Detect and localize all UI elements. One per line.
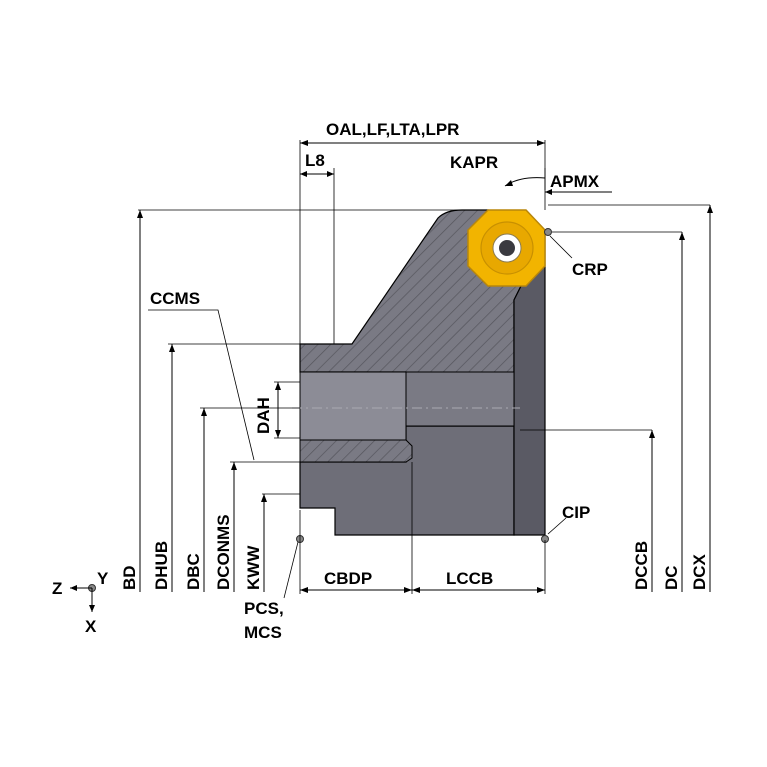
- label-l8: L8: [305, 151, 325, 170]
- label-cbdp: CBDP: [324, 569, 372, 588]
- label-lccb: LCCB: [446, 569, 493, 588]
- insert-screw: [499, 240, 515, 256]
- label-kww: KWW: [244, 545, 263, 590]
- cutting-insert: [467, 209, 546, 287]
- counterbore: [405, 371, 515, 427]
- left-diameter-dims: [137, 210, 281, 592]
- label-cip: CIP: [562, 503, 590, 522]
- label-mcs: MCS: [244, 623, 282, 642]
- cutter-body: [292, 209, 546, 536]
- label-pcs: PCS,: [244, 599, 284, 618]
- bottom-dimensions: [283, 462, 546, 599]
- crp-point: [544, 228, 552, 236]
- cutter-body-key-section: [299, 439, 413, 463]
- label-crp: CRP: [572, 260, 608, 279]
- label-dconms: DCONMS: [214, 514, 233, 590]
- label-dcx: DCX: [690, 553, 709, 590]
- label-dccb: DCCB: [632, 541, 651, 590]
- label-kapr: KAPR: [450, 153, 498, 172]
- label-apmx: APMX: [550, 172, 600, 191]
- label-oal: OAL,LF,LTA,LPR: [326, 120, 459, 139]
- diameter-extension-lines: [138, 204, 710, 495]
- axis-symbol: [70, 585, 95, 612]
- label-dc: DC: [662, 565, 681, 590]
- label-dbc: DBC: [184, 553, 203, 590]
- label-axis-x: X: [85, 617, 97, 636]
- right-diameter-dims: [547, 205, 713, 592]
- dimension-labels: OAL,LF,LTA,LPR L8 KAPR APMX CRP CCMS CIP…: [52, 120, 709, 642]
- center-bore: [299, 371, 407, 441]
- top-dimensions: [299, 140, 612, 344]
- label-dah: DAH: [254, 397, 273, 434]
- label-dhub: DHUB: [152, 541, 171, 590]
- label-bd: BD: [120, 565, 139, 590]
- label-axis-z: Z: [52, 579, 62, 598]
- label-axis-y: Y: [97, 569, 109, 588]
- label-ccms: CCMS: [150, 289, 200, 308]
